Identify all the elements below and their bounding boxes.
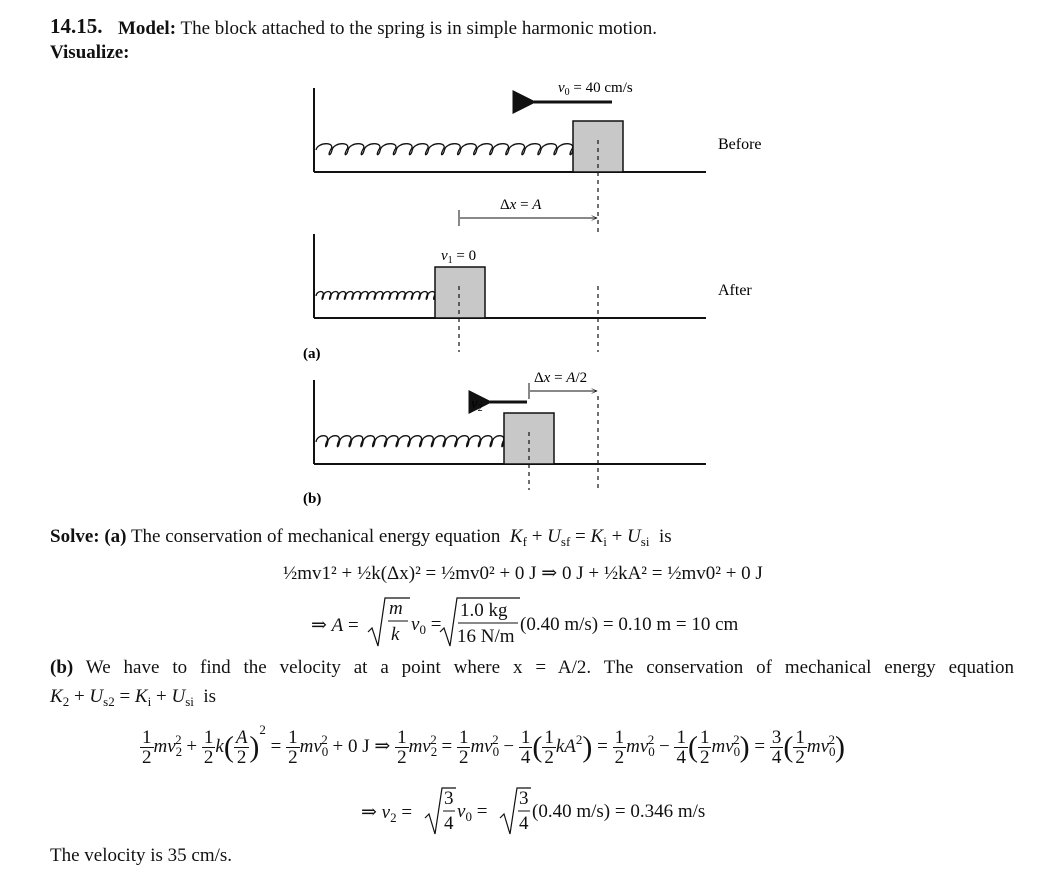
eq5-result: (0.40 m/s) = 0.346 m/s	[532, 801, 706, 822]
v1-label: v1 = 0	[441, 248, 476, 266]
eq3-numerator: 1.0 kg	[460, 600, 508, 621]
part-a-text: The conservation of mechanical energy eq…	[130, 526, 501, 547]
velocity-equation: ⇒ v2 =	[361, 802, 413, 825]
visualize-label: Visualize:	[50, 42, 130, 63]
panel-b: v2 (b)	[303, 380, 706, 507]
model-text: The block attached to the spring is in s…	[180, 18, 657, 39]
conclusion: The velocity is 35 cm/s.	[50, 845, 233, 866]
after-panel: v1 = 0 After (a)	[303, 234, 752, 362]
block	[503, 412, 555, 465]
energy-equation-a: ½mv1² + ½k(Δx)² = ½mv0² + 0 J ⇒ 0 J + ½k…	[283, 563, 763, 584]
amplitude-equation: ⇒ A =	[311, 615, 359, 636]
spring	[315, 290, 436, 301]
after-label: After	[718, 282, 752, 299]
solve-line: Solve: (a) The conservation of mechanica…	[50, 526, 672, 549]
spring-block-figure: v0 = 40 cm/s Before Δx = A v1 = 0 After …	[303, 80, 762, 507]
part-b-line1: (b) We have to find the velocity at a po…	[50, 657, 1014, 679]
block	[572, 120, 624, 173]
eq1-is: is	[658, 526, 672, 547]
part-b-line2: K2 + Us2 = Ki + Usi is	[50, 686, 217, 709]
dx-a-dimension: Δx = A	[458, 197, 597, 226]
before-panel: v0 = 40 cm/s Before	[313, 80, 762, 232]
part-a-figure-label: (a)	[303, 346, 321, 362]
spring	[315, 143, 574, 156]
model-label: Model:	[118, 18, 177, 39]
before-label: Before	[718, 136, 762, 153]
eq3-result: (0.40 m/s) = 0.10 m = 10 cm	[520, 614, 739, 635]
part-a-label: (a)	[104, 526, 127, 547]
dx-half-dimension: Δx = A/2	[528, 370, 597, 399]
dx-half-label: Δx = A/2	[534, 370, 587, 386]
model-statement: Model: The block attached to the spring …	[118, 18, 657, 40]
solve-label: Solve:	[50, 526, 100, 547]
v0-label: v0 = 40 cm/s	[558, 80, 633, 98]
problem-number: 14.15.	[50, 14, 103, 38]
v2-label: v2	[471, 396, 483, 414]
block	[434, 266, 486, 319]
eq3-denominator: 16 N/m	[457, 626, 515, 647]
part-b-figure-label: (b)	[303, 491, 321, 507]
part-b-label: (b)	[50, 657, 74, 678]
part-b-text: We have to find the velocity at a point …	[85, 657, 1014, 678]
part-b-is: is	[203, 686, 217, 707]
spring	[315, 435, 505, 448]
dx-a-label: Δx = A	[500, 197, 542, 213]
